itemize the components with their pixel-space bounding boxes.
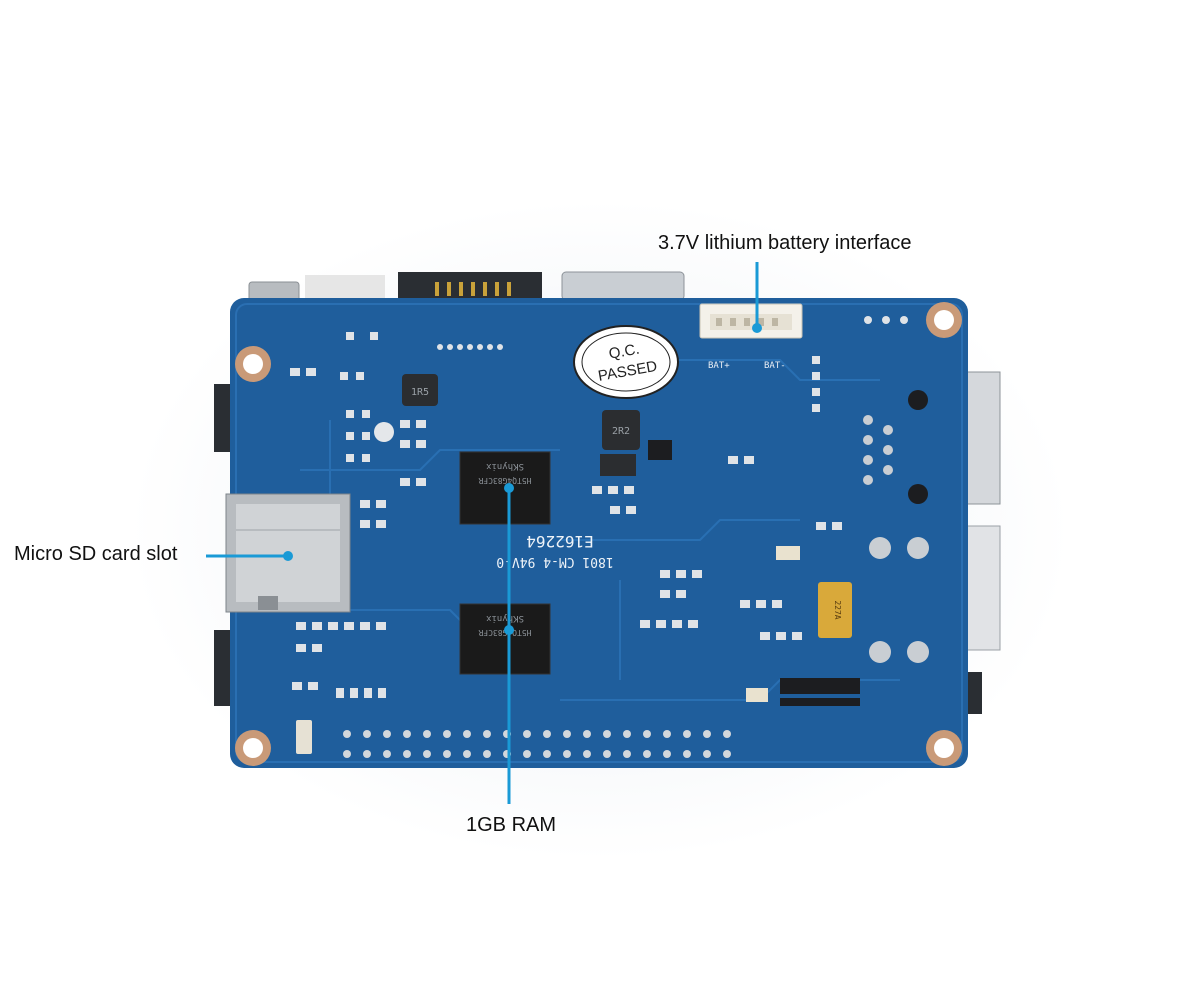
jumper-block [780, 678, 860, 706]
ethernet-port [963, 371, 1001, 505]
ram-top-code: H5TQ4G83CFR [478, 476, 531, 485]
battery-interface-callout: 3.7V lithium battery interface [658, 232, 912, 254]
inductor-2r2 [602, 410, 640, 450]
side-connector [214, 384, 234, 452]
pcb-code: 1801 CM-4 94V-0 [496, 554, 613, 569]
gpio-header [343, 730, 731, 758]
ram-top-brand: SKhynix [485, 461, 524, 471]
sata-port [398, 272, 542, 300]
power-jack [305, 275, 385, 299]
inductor1-label: 1R5 [411, 387, 429, 398]
qc-line1: Q.C. [608, 341, 641, 363]
battery-minus-label: BAT- [764, 361, 786, 371]
battery-plus-label: BAT+ [708, 361, 730, 371]
test-pads [374, 316, 929, 663]
sata-pins [435, 282, 511, 296]
smd-components [290, 332, 842, 702]
battery-connector [699, 303, 803, 339]
ram-chip-top [459, 451, 551, 525]
mounting-holes [235, 302, 962, 766]
ethernet-pins [863, 390, 928, 504]
small-connector [296, 720, 312, 754]
ram-callout: 1GB RAM [466, 814, 557, 836]
side-buttons [214, 630, 232, 706]
ram-bottom-brand: SKhynix [485, 613, 524, 623]
callout-lines [206, 262, 762, 804]
tantalum-capacitor [818, 582, 852, 638]
hdmi-port [561, 271, 685, 301]
sd-card-slot-callout: Micro SD card slot [14, 543, 178, 565]
capacitor-label: 227A [833, 600, 842, 619]
usb-port [963, 525, 1001, 651]
ram-chip-bottom [459, 603, 551, 675]
inductor2-label: 2R2 [612, 426, 630, 437]
qc-passed-sticker [573, 325, 679, 399]
regulator [600, 454, 636, 476]
pcb-serial: E162264 [526, 532, 593, 551]
pcb-board [230, 298, 968, 768]
inductor-1r5 [402, 374, 438, 406]
